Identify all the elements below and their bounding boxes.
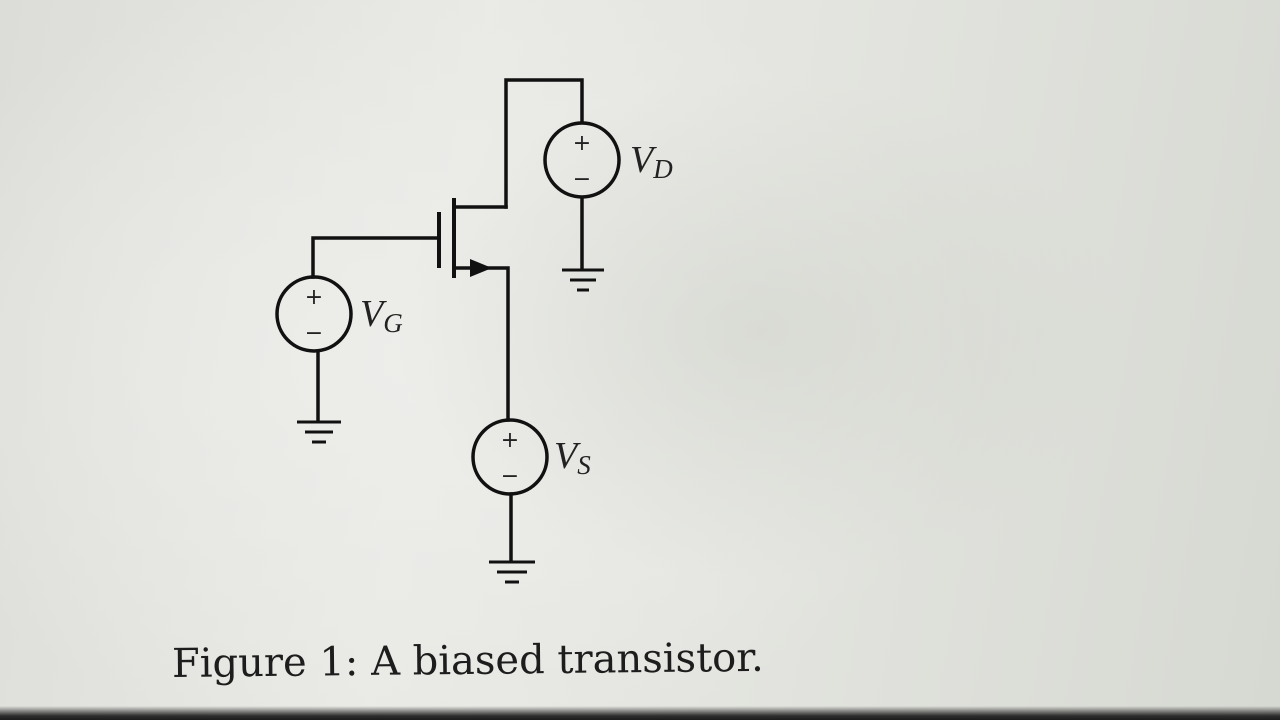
drain-voltage-symbol: V xyxy=(630,139,657,181)
gate-voltage-source: + − xyxy=(275,275,353,353)
wire-drain-top xyxy=(504,78,584,209)
source-voltage-label: VS xyxy=(554,435,591,480)
source-source-circle xyxy=(471,418,549,496)
drain-ground-icon xyxy=(562,268,604,292)
drain-voltage-source: + − xyxy=(543,121,621,199)
gate-minus-sign: − xyxy=(305,321,323,346)
source-voltage-symbol: V xyxy=(554,435,581,477)
drain-voltage-label: VD xyxy=(630,139,673,184)
nmos-transistor-icon xyxy=(437,198,492,278)
figure-caption: Figure 1: A biased transistor. xyxy=(171,634,764,687)
circuit-wires xyxy=(311,78,584,562)
gate-plus-sign: + xyxy=(305,285,323,310)
source-voltage-subscript: S xyxy=(577,450,591,480)
source-voltage-source: + − xyxy=(471,418,549,496)
source-ground-icon xyxy=(489,560,535,584)
source-minus-sign: − xyxy=(501,464,519,489)
gate-voltage-symbol: V xyxy=(360,293,387,335)
wire-gate xyxy=(311,236,440,279)
gate-ground-icon xyxy=(297,420,341,444)
screen-bezel xyxy=(0,706,1280,720)
gate-source-circle xyxy=(275,275,353,353)
source-arrow-icon xyxy=(470,259,492,277)
drain-source-circle xyxy=(543,121,621,199)
source-plus-sign: + xyxy=(501,428,519,453)
drain-minus-sign: − xyxy=(573,167,591,192)
drain-voltage-subscript: D xyxy=(652,154,673,184)
gate-voltage-subscript: G xyxy=(383,308,403,338)
drain-plus-sign: + xyxy=(573,131,591,156)
wire-channel-source xyxy=(452,266,510,422)
gate-voltage-label: VG xyxy=(360,293,403,338)
